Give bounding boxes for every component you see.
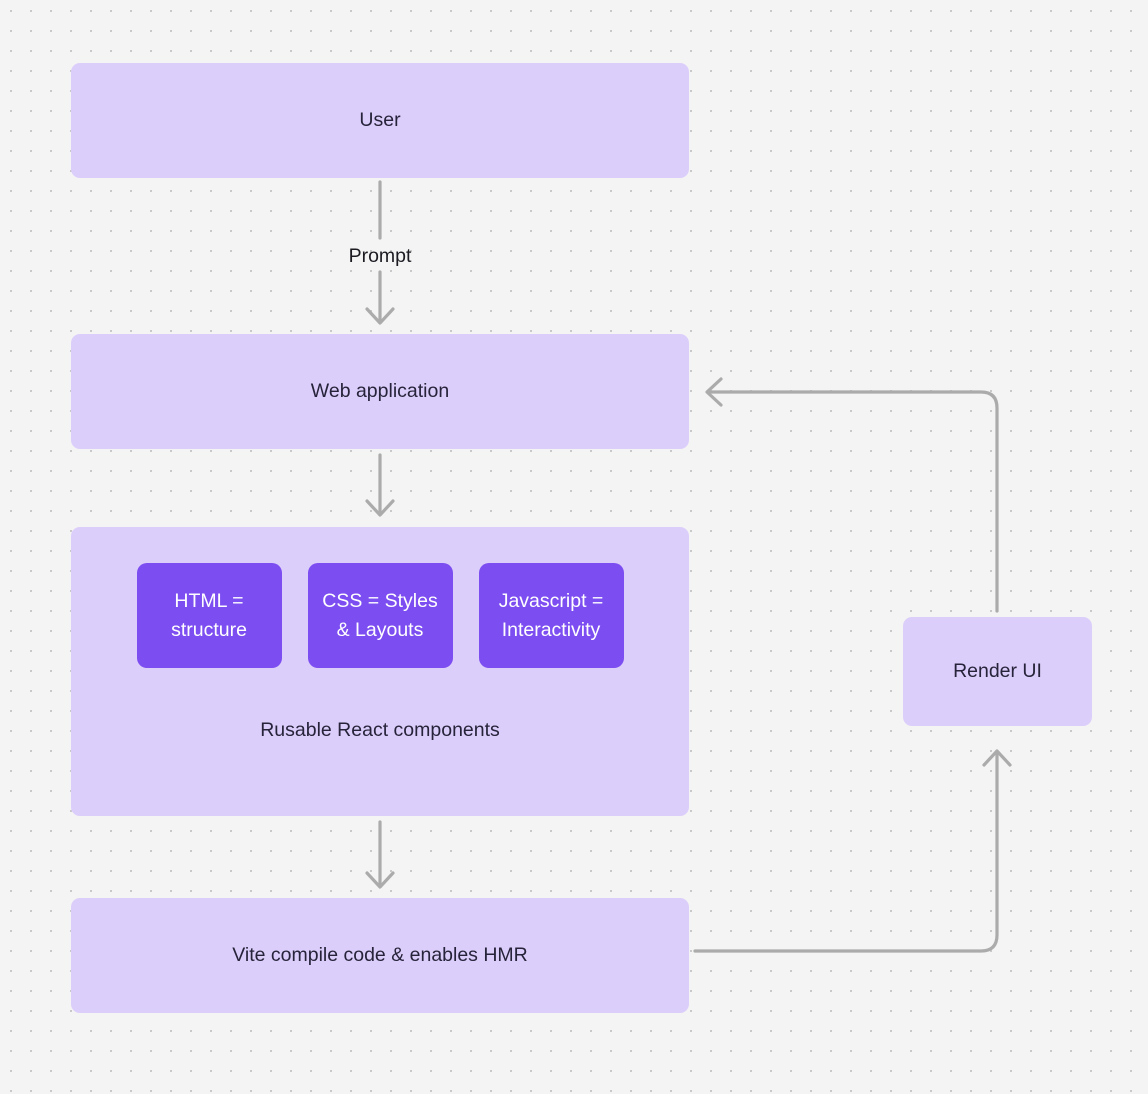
chip-html-label: HTML = structure [171,590,247,641]
edge-label-prompt: Prompt [348,245,412,267]
chip-javascript-label: Javascript = Interactivity [498,590,604,641]
node-render-ui[interactable]: Render UI [903,617,1092,726]
node-react-components-group[interactable]: HTML = structure CSS = Styles & Layouts … [71,527,689,816]
node-user-label: User [359,109,401,132]
edge-render-to-webapp [705,377,999,613]
node-render-ui-label: Render UI [953,660,1042,683]
node-vite-label: Vite compile code & enables HMR [232,944,528,967]
chip-css-label: CSS = Styles & Layouts [322,590,438,641]
edge-vite-to-render [693,749,1012,953]
node-vite[interactable]: Vite compile code & enables HMR [71,898,689,1013]
chip-row: HTML = structure CSS = Styles & Layouts … [71,563,689,668]
node-web-application[interactable]: Web application [71,334,689,449]
node-react-components-caption: Rusable React components [260,719,500,741]
node-user[interactable]: User [71,63,689,178]
chip-css[interactable]: CSS = Styles & Layouts [307,563,453,668]
edge-webapp-to-stack [365,453,395,517]
edge-stack-to-vite [365,820,395,889]
chip-javascript[interactable]: Javascript = Interactivity [478,563,624,668]
node-web-application-label: Web application [310,380,450,403]
chip-html[interactable]: HTML = structure [136,563,282,668]
